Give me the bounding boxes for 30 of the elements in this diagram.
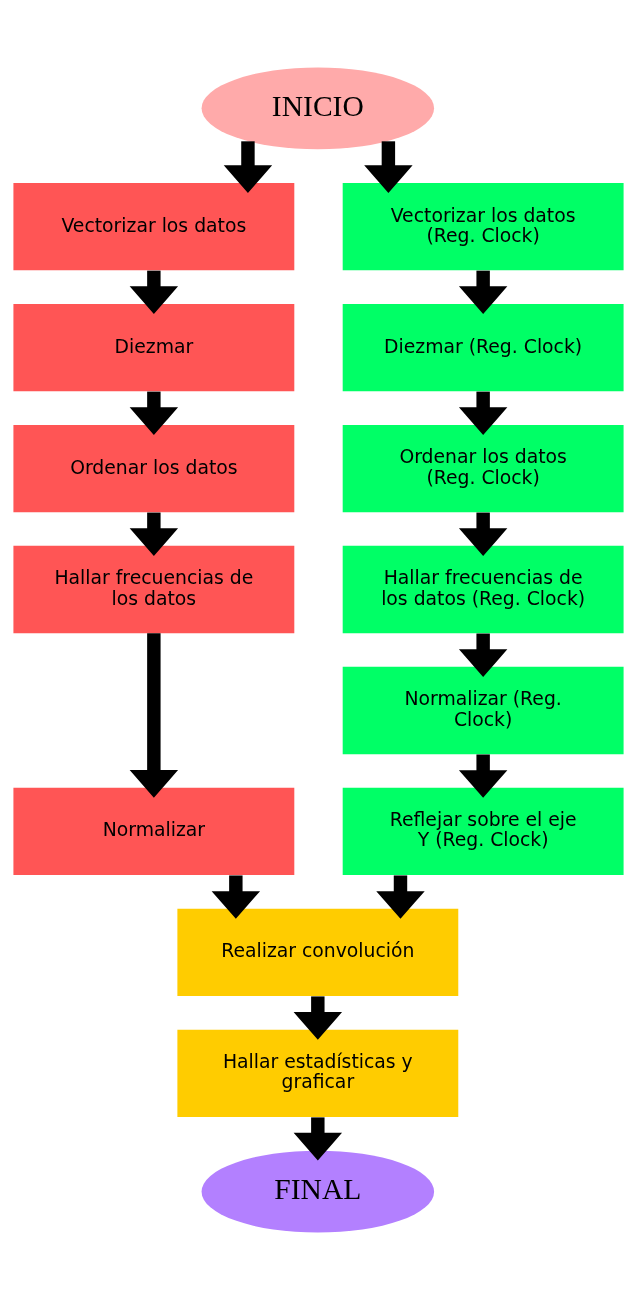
node-box: Diezmar (Reg. Clock) [342, 303, 624, 392]
node-box: Diezmar [13, 303, 295, 392]
arrow [293, 1117, 343, 1161]
arrow [223, 141, 273, 193]
arrow [293, 996, 343, 1040]
arrow [364, 141, 413, 193]
arrow [129, 633, 179, 798]
arrow [458, 512, 508, 556]
node-box: Hallar frecuencias de los datos (Reg. Clock) [342, 545, 624, 634]
arrow [458, 270, 508, 315]
node-ellipse: FINAL [201, 1150, 435, 1233]
arrow [458, 633, 508, 677]
node-box: Hallar estadísticas y graficar [177, 1029, 459, 1118]
node-box: Normalizar (Reg. Clock) [342, 666, 624, 755]
node-box: Ordenar los datos [13, 424, 295, 513]
node-box: Realizar convolución [177, 908, 459, 997]
node-box: Reflejar sobre el eje Y (Reg. Clock) [342, 787, 624, 876]
node-box: Vectorizar los datos [13, 182, 295, 271]
arrow [129, 391, 179, 435]
node-box: Vectorizar los datos (Reg. Clock) [342, 182, 624, 271]
arrow [376, 875, 425, 919]
node-ellipse: INICIO [201, 67, 435, 150]
arrow [129, 270, 179, 315]
arrow [129, 512, 179, 556]
node-box: Normalizar [13, 787, 295, 876]
arrow [211, 875, 261, 919]
arrow [458, 754, 508, 798]
arrow [458, 391, 508, 435]
node-box: Ordenar los datos (Reg. Clock) [342, 424, 624, 513]
node-box: Hallar frecuencias de los datos [13, 545, 295, 634]
